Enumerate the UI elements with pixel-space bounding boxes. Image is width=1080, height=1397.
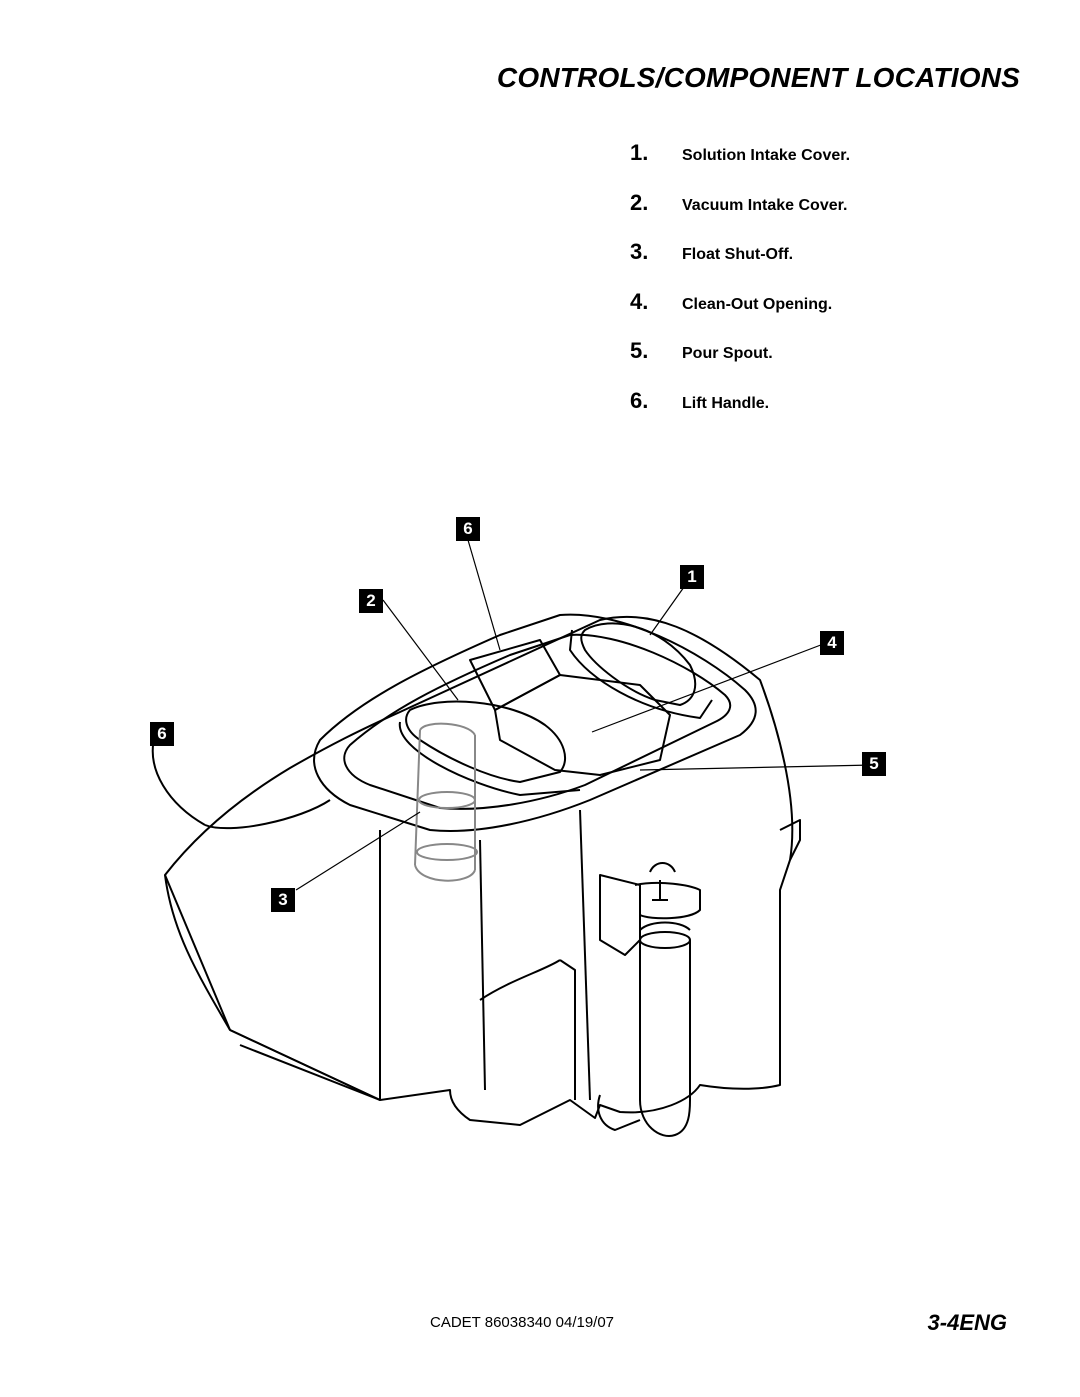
callout-lift-handle-left: 6 <box>150 722 174 746</box>
legend-item: 2. Vacuum Intake Cover. <box>630 190 850 240</box>
tank-rim-inner <box>343 633 732 810</box>
document-id: CADET 86038340 04/19/07 <box>430 1314 615 1331</box>
callout-lift-handle-top: 6 <box>456 517 480 541</box>
callout-vacuum-intake: 2 <box>359 589 383 613</box>
solution-intake-cover <box>580 622 697 706</box>
legend-number: 1. <box>630 140 649 165</box>
legend-label: Vacuum Intake Cover. <box>682 196 848 214</box>
callout-solution-intake: 1 <box>680 565 704 589</box>
legend-label: Solution Intake Cover. <box>682 147 851 164</box>
vacuum-intake-cover <box>405 700 566 783</box>
legend-label: Clean-Out Opening. <box>682 295 833 313</box>
callout-clean-out: 4 <box>820 631 844 655</box>
tank-body <box>164 615 794 1126</box>
legend-label: Lift Handle. <box>682 394 770 412</box>
legend-number: 4. <box>630 288 649 314</box>
legend-item: 5. Pour Spout. <box>630 338 850 388</box>
component-legend: 1. Solution Intake Cover. 2. Vacuum Intake… <box>630 140 850 437</box>
legend-item: 4. Clean-Out Opening. <box>630 289 850 339</box>
callout-float-shutoff: 3 <box>271 888 295 912</box>
legend-item: 3. Float Shut-Off. <box>630 239 850 289</box>
page-number: 3-4ENG <box>927 1310 1007 1335</box>
legend-label: Pour Spout. <box>682 345 773 362</box>
legend-label: Float Shut-Off. <box>682 246 794 263</box>
clean-out-opening <box>494 674 671 776</box>
legend-item: 6. Lift Handle. <box>630 388 850 438</box>
legend-number: 3. <box>630 239 649 264</box>
pour-spout <box>639 940 691 1137</box>
page-title: CONTROLS/COMPONENT LOCATIONS <box>496 62 1020 93</box>
legend-item: 1. Solution Intake Cover. <box>630 140 850 190</box>
legend-number: 6. <box>630 387 649 413</box>
callout-pour-spout: 5 <box>862 752 886 776</box>
tank-diagram <box>151 539 874 1137</box>
tank-rim <box>313 613 757 832</box>
lift-handle-left <box>151 734 206 826</box>
lift-handle-slot <box>469 639 561 711</box>
legend-number: 2. <box>630 189 649 215</box>
legend-number: 5. <box>630 338 649 363</box>
valve-assembly <box>599 874 641 956</box>
